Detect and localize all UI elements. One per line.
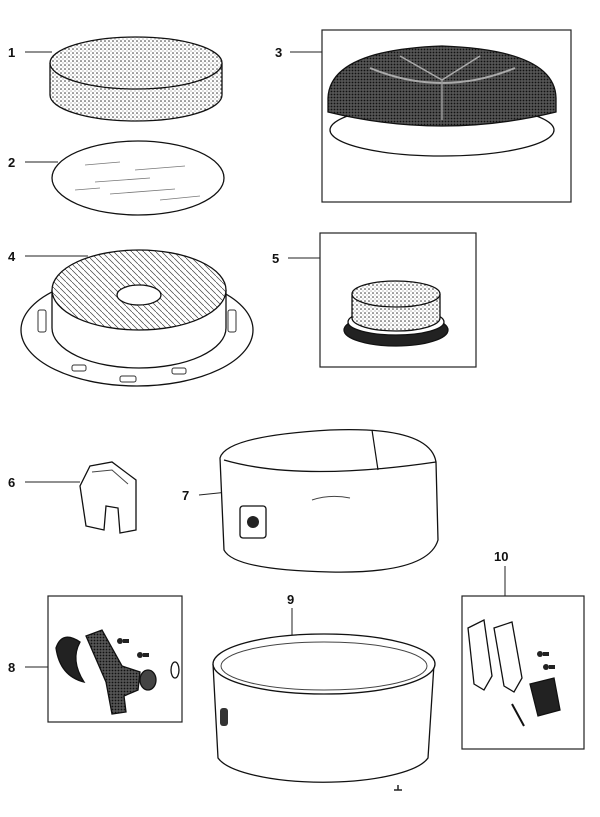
part-10-fastener-kit: 10 — [461, 549, 585, 750]
part-6-clip: 6 — [8, 461, 137, 534]
part-7-wrap-band: 7 — [182, 428, 439, 573]
part-8-latch-kit: 8 — [8, 595, 183, 723]
callout-8: 8 — [8, 660, 15, 675]
callout-7: 7 — [182, 488, 189, 503]
part-8-frame — [47, 595, 183, 723]
callout-10: 10 — [494, 549, 508, 564]
part-3-grille-cover: 3 — [275, 29, 572, 203]
part-5-frame — [319, 232, 477, 368]
callout-1: 1 — [8, 45, 15, 60]
callout-6: 6 — [8, 475, 15, 490]
part-2-filter-sheet: 2 — [8, 140, 225, 216]
part-3-frame — [321, 29, 572, 203]
callout-3: 3 — [275, 45, 282, 60]
callout-4: 4 — [8, 249, 16, 264]
part-9-housing: 9 — [212, 592, 436, 791]
part-10-frame — [461, 595, 585, 750]
part-4-pleated-filter: 4 — [8, 249, 254, 387]
part-5-small-filter-set: 5 — [272, 232, 477, 368]
callout-5: 5 — [272, 251, 279, 266]
part-1-foam-disc: 1 — [8, 36, 223, 122]
callout-2: 2 — [8, 155, 15, 170]
callout-9: 9 — [287, 592, 294, 607]
